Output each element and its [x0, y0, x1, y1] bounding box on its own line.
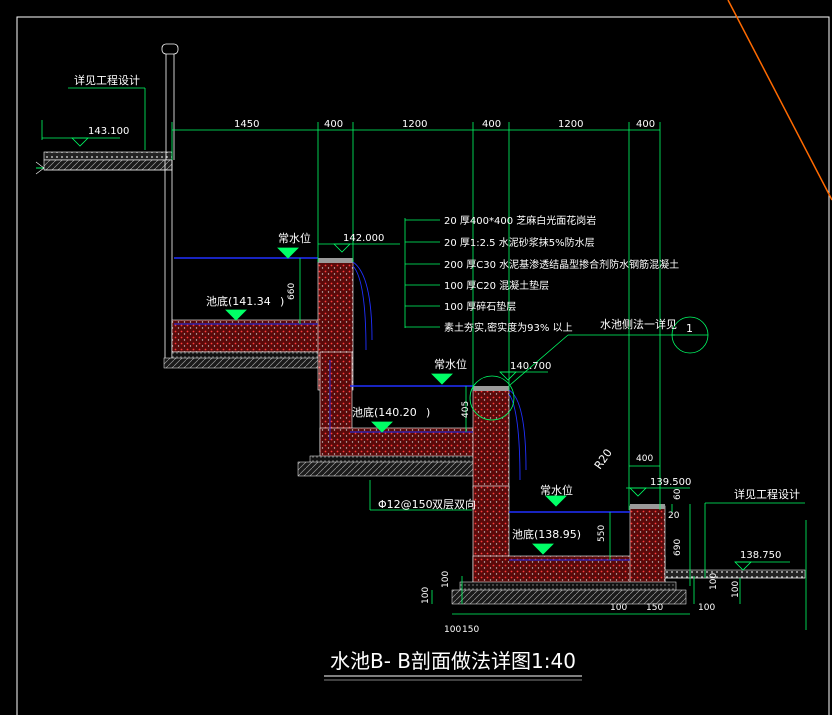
dim-upper-depth: 660	[287, 283, 297, 300]
layer-note: 200 厚C30 水泥基渗透结晶型掺合剂防水钢筋混凝土	[444, 258, 679, 271]
upper-bottom: 池底(141.34	[206, 294, 271, 308]
radius-note: R20	[592, 447, 615, 472]
drawing-frame	[16, 16, 830, 715]
accent-line	[727, 0, 832, 201]
dim-bottom-left-100: 100	[444, 625, 461, 635]
dim-right-vert-100: 100	[731, 581, 741, 598]
dim-1450: 1450	[234, 119, 259, 130]
layer-note: 素土夯实,密实度为93% 以上	[444, 321, 573, 334]
dim-bottom-right-150: 150	[646, 603, 663, 613]
dim-left-100: 100	[421, 587, 431, 604]
upper-bottom-suffix: )	[280, 295, 284, 308]
dim-lower-right-top: 20	[668, 511, 680, 521]
dim-1200-b: 1200	[558, 119, 583, 130]
lower-bottom: 池底(138.95)	[512, 527, 581, 541]
upper-water-level: 常水位	[278, 231, 311, 245]
lower-water-level: 常水位	[540, 483, 573, 497]
layer-note: 20 厚400*400 芝麻白光面花岗岩	[444, 214, 596, 227]
left-ground	[35, 151, 173, 175]
elev-middle-wall: 140.700	[510, 361, 551, 372]
top-dimension-labels: 1450 400 1200 400 1200 400	[234, 119, 655, 130]
lower-pool	[451, 485, 687, 605]
dim-middle-depth: 405	[461, 401, 471, 418]
leader-lines	[68, 87, 805, 578]
layer-notes: 20 厚400*400 芝麻白光面花岗岩 20 厚1:2.5 水泥砂浆抹5%防水…	[444, 214, 679, 334]
railing	[161, 43, 179, 360]
note-detail: 水池侧法一详见	[600, 317, 677, 331]
side-dimension-lines	[299, 258, 807, 630]
dim-1200-a: 1200	[402, 119, 427, 130]
dim-400-c: 400	[636, 119, 655, 130]
middle-water-level: 常水位	[434, 357, 467, 371]
dim-lower-right-total: 690	[673, 539, 683, 556]
elev-ground-left: 143.100	[88, 126, 129, 137]
detail-ref: 1	[686, 322, 693, 335]
middle-pool	[297, 351, 510, 489]
dim-lower-right-a: 60	[673, 488, 683, 500]
dim-bottom-right-100: 100	[610, 603, 627, 613]
elev-ground-right: 138.750	[740, 550, 781, 561]
middle-bottom-suffix: )	[426, 406, 430, 419]
layer-note: 100 厚C20 混凝土垫层	[444, 279, 549, 292]
dim-wall-width: 400	[636, 454, 653, 464]
right-ground	[664, 569, 806, 579]
drawing-title: 水池B- B剖面做法详图1:40	[330, 649, 576, 673]
elev-lower-wall: 139.500	[650, 477, 691, 488]
layer-note: 100 厚碎石垫层	[444, 300, 516, 313]
dim-bottom-left-150: 150	[462, 625, 479, 635]
dim-400-b: 400	[482, 119, 501, 130]
rebar-note-a: Φ12@150	[378, 498, 433, 511]
dim-lower-depth: 550	[597, 525, 607, 542]
top-dimension-line	[171, 122, 661, 510]
dim-400-a: 400	[324, 119, 343, 130]
waterfall-lines	[352, 261, 527, 481]
level-markers	[41, 120, 790, 571]
dim-far-right-100a: 100	[709, 573, 719, 590]
dim-left-100b: 100	[441, 571, 451, 588]
note-top-left: 详见工程设计	[74, 73, 140, 87]
rebar-note-b: 双层双向	[432, 497, 476, 511]
note-right: 详见工程设计	[734, 487, 800, 501]
dim-far-right-100b: 100	[698, 603, 715, 613]
elev-upper-wall: 142.000	[343, 233, 384, 244]
middle-bottom: 池底(140.20	[352, 405, 417, 419]
layer-note: 20 厚1:2.5 水泥砂浆抹5%防水层	[444, 236, 595, 249]
